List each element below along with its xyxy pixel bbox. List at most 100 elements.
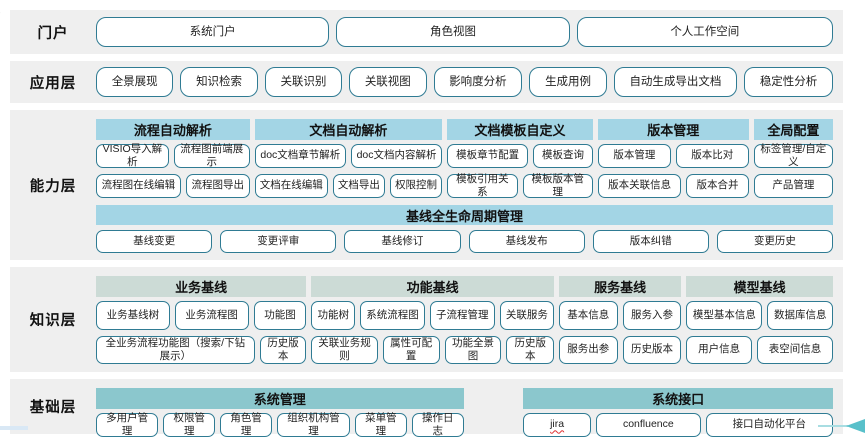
portal-box: 系统门户 [96,17,330,47]
group-header: 版本管理 [597,119,749,140]
baseline-lifecycle-band: 基线全生命周期管理 基线变更变更评审基线修订基线发布版本纠错变更历史 [96,205,834,253]
knowledge-box: 功能树 [311,301,356,330]
knowledge-box: 功能图 [253,301,307,330]
group-header: 流程自动解析 [96,119,250,140]
knowledge-box: 功能全景图 [444,335,502,364]
knowledge-box: 子流程管理 [429,301,495,330]
foundation-box: 角色管理 [220,412,273,437]
capability-box: 文档在线编辑 [254,174,328,198]
knowledge-box: 服务出参 [558,335,618,364]
knowledge-group-model-baseline: 模型基线 模型基本信息数据库信息 用户信息表空间信息 [686,272,834,367]
capability-box: 标签管理/自定义 [753,143,834,168]
knowledge-group-service-baseline: 服务基线 基本信息服务入参 服务出参历史版本 [558,272,682,367]
bottom-left-accent-line [0,426,28,430]
foundation-box: 菜单管理 [354,412,407,437]
group-header: 功能基线 [311,276,554,297]
foundation-box: confluence [596,413,701,437]
baseline-box: 变更历史 [716,230,834,253]
layer-foundation-label: 基础层 [29,400,77,416]
layer-portal-label: 门户 [37,25,69,42]
baseline-lifecycle-header: 基线全生命周期管理 [96,205,833,225]
knowledge-box: 系统流程图 [360,301,425,330]
capability-box: 模板版本管理 [522,173,593,198]
group-header: 系统接口 [523,388,833,409]
capability-box: VISIO导入解析 [96,143,169,168]
foundation-box: 操作日志 [411,412,464,437]
foundation-box: 接口自动化平台 [705,413,833,437]
knowledge-box: 历史版本 [622,335,682,364]
foundation-group-system-mgmt: 系统管理 多用户管理权限管理角色管理组织机构管理菜单管理操作日志 [96,384,464,437]
group-header: 全局配置 [753,119,834,140]
baseline-box: 基线发布 [468,230,585,253]
layer-capability-label: 能力层 [29,178,77,195]
foundation-box: 多用户管理 [96,412,159,437]
layer-capability: 能力层 流程自动解析 VISIO导入解析流程图前端展示 流程图在线编辑流程图导出… [10,110,843,260]
group-header: 文档自动解析 [254,119,443,140]
group-header: 业务基线 [96,276,307,297]
capability-group-process-parse: 流程自动解析 VISIO导入解析流程图前端展示 流程图在线编辑流程图导出 [96,115,250,200]
capability-box: 模板引用关系 [447,173,518,198]
capability-box: 版本比对 [675,144,749,168]
baseline-box: 变更评审 [220,230,337,253]
capability-group-global-config: 全局配置 标签管理/自定义 产品管理 [753,115,834,200]
capability-box: 权限控制 [390,174,443,198]
left-arrow-icon [846,419,865,433]
application-box: 生成用例 [529,67,607,97]
layer-portal: 门户 系统门户角色视图个人工作空间 [10,10,843,54]
capability-box: 流程图前端展示 [173,143,250,168]
portal-box: 角色视图 [336,17,570,47]
capability-box: 流程图导出 [185,174,250,198]
application-items: 全景展现知识检索关联识别关联视图影响度分析生成用例自动生成导出文档稳定性分析 [96,67,833,97]
knowledge-box: 历史版本 [259,335,307,364]
knowledge-box: 全业务流程功能图（搜索/下钻展示） [96,335,255,364]
capability-box: 版本合并 [686,174,749,198]
application-box: 全景展现 [96,67,174,97]
application-box: 影响度分析 [433,67,523,97]
foundation-box: 权限管理 [163,412,216,437]
knowledge-box: 属性可配置 [382,335,440,364]
layer-knowledge-label: 知识层 [29,313,77,329]
bottom-right-accent-line [818,425,848,427]
capability-group-version-mgmt: 版本管理 版本管理版本比对 版本关联信息版本合并 [597,115,749,200]
knowledge-box: 用户信息 [686,335,752,364]
capability-box: 模板查询 [533,144,593,168]
knowledge-box: 关联业务规则 [311,335,378,364]
capability-box: doc文档章节解析 [254,144,346,168]
application-box: 自动生成导出文档 [613,67,738,97]
capability-box: 流程图在线编辑 [96,174,181,198]
layer-application-label: 应用层 [29,75,77,92]
capability-box: 文档导出 [332,174,385,198]
application-box: 关联识别 [264,67,343,97]
foundation-box: jira [523,413,592,437]
portal-box: 个人工作空间 [576,17,833,47]
application-box: 关联视图 [349,67,427,97]
foundation-box: 组织机构管理 [277,412,350,437]
capability-box: 产品管理 [753,174,834,198]
layer-foundation: 基础层 系统管理 多用户管理权限管理角色管理组织机构管理菜单管理操作日志 系统接… [10,379,843,437]
group-header: 系统管理 [96,388,464,409]
capability-group-doc-template: 文档模板自定义 模板章节配置模板查询 模板引用关系模板版本管理 [447,115,593,200]
capability-box: doc文档内容解析 [350,144,443,168]
knowledge-box: 历史版本 [506,335,554,364]
knowledge-group-function-baseline: 功能基线 功能树系统流程图子流程管理关联服务 关联业务规则属性可配置功能全景图历… [311,272,554,367]
group-header: 文档模板自定义 [447,119,593,140]
capability-box: 模板章节配置 [447,144,529,168]
layer-application: 应用层 全景展现知识检索关联识别关联视图影响度分析生成用例自动生成导出文档稳定性… [10,61,843,103]
knowledge-box: 业务流程图 [174,301,249,330]
baseline-box: 基线修订 [344,230,461,253]
application-box: 知识检索 [180,67,258,97]
knowledge-box: 业务基线树 [96,301,170,330]
foundation-group-gap [469,384,519,429]
knowledge-box: 服务入参 [622,301,682,330]
knowledge-box: 基本信息 [558,301,618,330]
portal-items: 系统门户角色视图个人工作空间 [96,17,833,47]
knowledge-box: 表空间信息 [756,335,834,364]
layer-knowledge: 知识层 业务基线 业务基线树业务流程图功能图 全业务流程功能图（搜索/下钻展示）… [10,267,843,372]
baseline-box: 基线变更 [96,230,213,253]
knowledge-group-business-baseline: 业务基线 业务基线树业务流程图功能图 全业务流程功能图（搜索/下钻展示）历史版本 [96,272,307,367]
knowledge-box: 数据库信息 [767,301,834,330]
group-header: 模型基线 [686,276,834,297]
